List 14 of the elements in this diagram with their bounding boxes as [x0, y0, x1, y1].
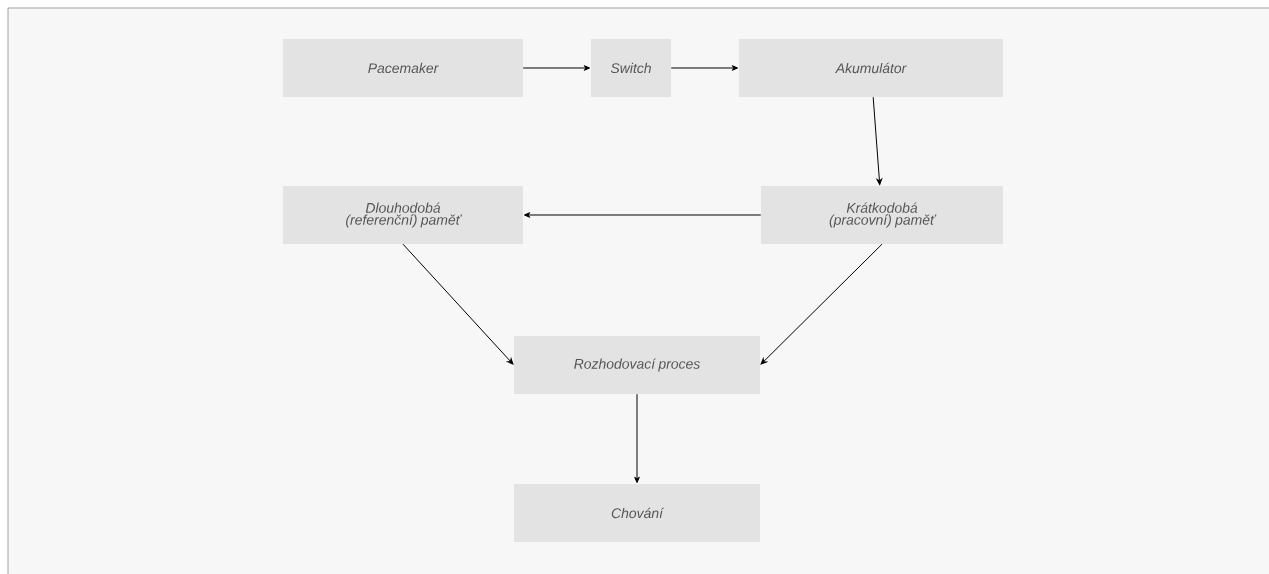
process-box: Dlouhodobá (referenční) paměť	[283, 186, 523, 244]
process-box: Switch	[591, 39, 671, 97]
arrow	[760, 243, 883, 365]
process-box: Chování	[514, 484, 760, 542]
arrow	[402, 243, 514, 365]
process-box: Krátkodobá (pracovní) paměť	[761, 186, 1003, 244]
arrow	[670, 65, 739, 71]
process-box: Akumulátor	[739, 39, 1003, 97]
process-box: Pacemaker	[283, 39, 523, 97]
arrow	[522, 65, 591, 71]
process-box: Rozhodovací proces	[514, 336, 760, 394]
arrow	[872, 96, 883, 186]
arrow	[523, 212, 762, 218]
arrow	[634, 393, 640, 484]
